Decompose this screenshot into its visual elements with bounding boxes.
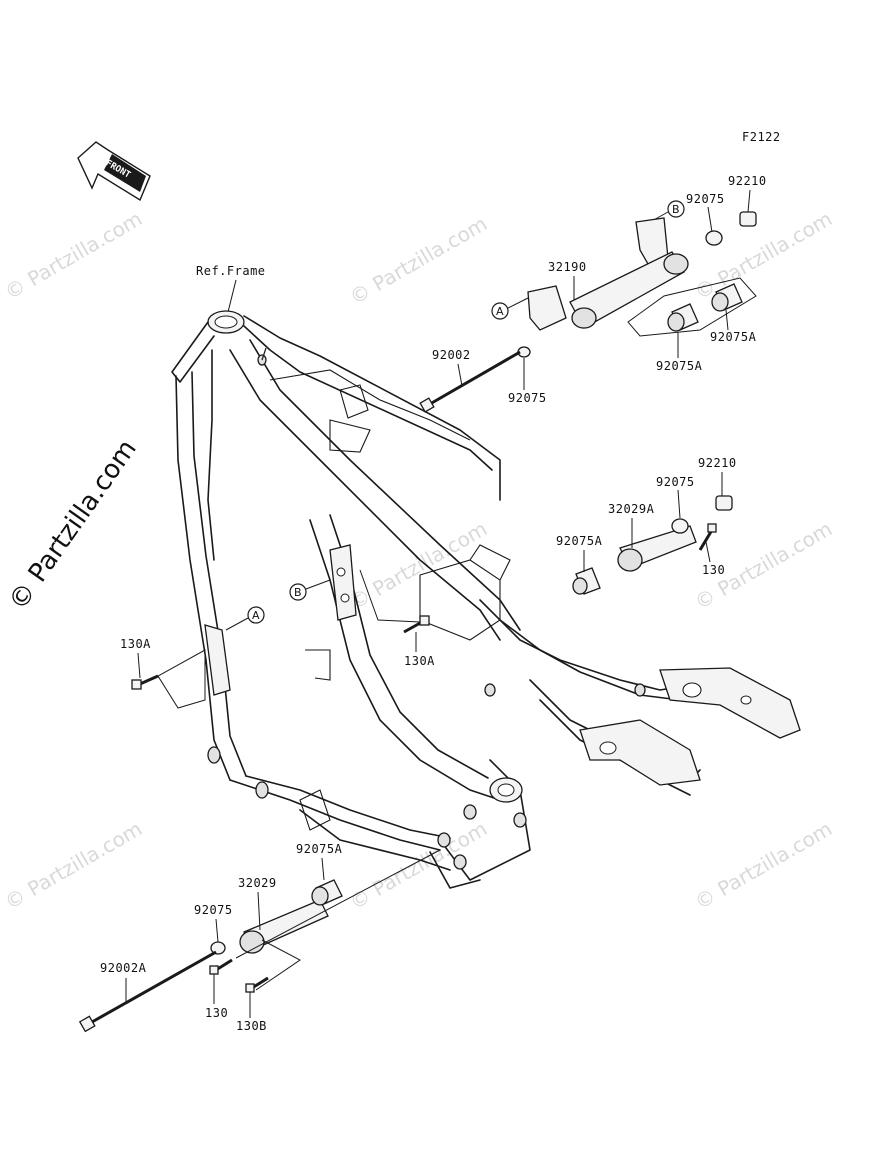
- callout-label: B: [294, 586, 302, 599]
- part-label-32029A: 32029A: [608, 502, 655, 516]
- rear-bracket: [659, 667, 801, 739]
- bottom-mount-assembly: [78, 849, 441, 1033]
- part-label-92075: 92075: [656, 475, 695, 489]
- bolt-head-92002: [419, 397, 435, 413]
- part-label-32029: 32029: [238, 876, 277, 890]
- bolt-130A-center: [359, 569, 430, 634]
- bolt-130A-left: [131, 649, 206, 709]
- damper-92075A-mid: [572, 567, 601, 595]
- part-label-130A: 130A: [404, 654, 435, 668]
- part-label-92075A: 92075A: [296, 842, 343, 856]
- ref-frame-label: Ref.Frame: [196, 264, 266, 278]
- callout-a-top: A: [491, 297, 529, 320]
- part-label-92075A: 92075A: [710, 330, 757, 344]
- motorcycle-frame: [171, 310, 801, 889]
- top-mount-assembly: [419, 211, 757, 413]
- watermarks: © Partzilla.com © Partzilla.com © Partzi…: [1, 206, 837, 914]
- callout-label: B: [672, 203, 680, 216]
- part-label-92210: 92210: [698, 456, 737, 470]
- watermark: © Partzilla.com: [1, 816, 147, 914]
- callout-label: A: [496, 305, 504, 318]
- front-arrow-icon: FRONT: [77, 141, 151, 202]
- callout-b-frame: B: [289, 579, 331, 601]
- part-label-92075: 92075: [194, 903, 233, 917]
- damper-92075A-bottom: [311, 879, 343, 906]
- side-watermark: © Partzilla.com: [3, 434, 143, 616]
- part-label-92002: 92002: [432, 348, 471, 362]
- watermark: © Partzilla.com: [346, 516, 492, 614]
- damper-92075A-right: [711, 283, 743, 312]
- callout-label: A: [252, 609, 260, 622]
- part-label-130: 130: [205, 1006, 228, 1020]
- part-label-92075: 92075: [686, 192, 725, 206]
- part-label-92075A: 92075A: [656, 359, 703, 373]
- bolt-130-bottom: [209, 958, 233, 975]
- mount-plate-a: [527, 285, 567, 331]
- nut-92210-top: [739, 211, 757, 227]
- part-label-130B: 130B: [236, 1019, 267, 1033]
- rear-lower-bracket: [579, 719, 701, 786]
- damper-92075A-left: [667, 303, 699, 332]
- watermark: © Partzilla.com: [691, 206, 837, 304]
- bolt-head-92002A: [78, 1015, 96, 1033]
- washer-92075-top: [705, 230, 723, 246]
- part-label-92002A: 92002A: [100, 961, 147, 975]
- mid-mount-assembly: [572, 495, 733, 595]
- part-labels: 32190 92075 92210 92075A 92075A 92002 92…: [100, 174, 767, 1033]
- nut-92210-mid: [715, 495, 733, 511]
- part-label-92210: 92210: [728, 174, 767, 188]
- callout-a-frame: A: [225, 606, 265, 631]
- part-label-92075A: 92075A: [556, 534, 603, 548]
- diagram-code: F2122: [742, 130, 781, 144]
- part-label-130A: 130A: [120, 637, 151, 651]
- part-label-32190: 32190: [548, 260, 587, 274]
- center-mount-bracket: [329, 544, 357, 621]
- part-label-92075: 92075: [508, 391, 547, 405]
- leader-line: [227, 279, 237, 313]
- part-label-130: 130: [702, 563, 725, 577]
- watermark: © Partzilla.com: [346, 211, 492, 309]
- watermark: © Partzilla.com: [691, 816, 837, 914]
- front-mount-bracket: [204, 624, 231, 696]
- bolt-130-mid: [698, 523, 717, 551]
- washer-92075-mid2: [671, 518, 689, 534]
- watermark: © Partzilla.com: [1, 206, 147, 304]
